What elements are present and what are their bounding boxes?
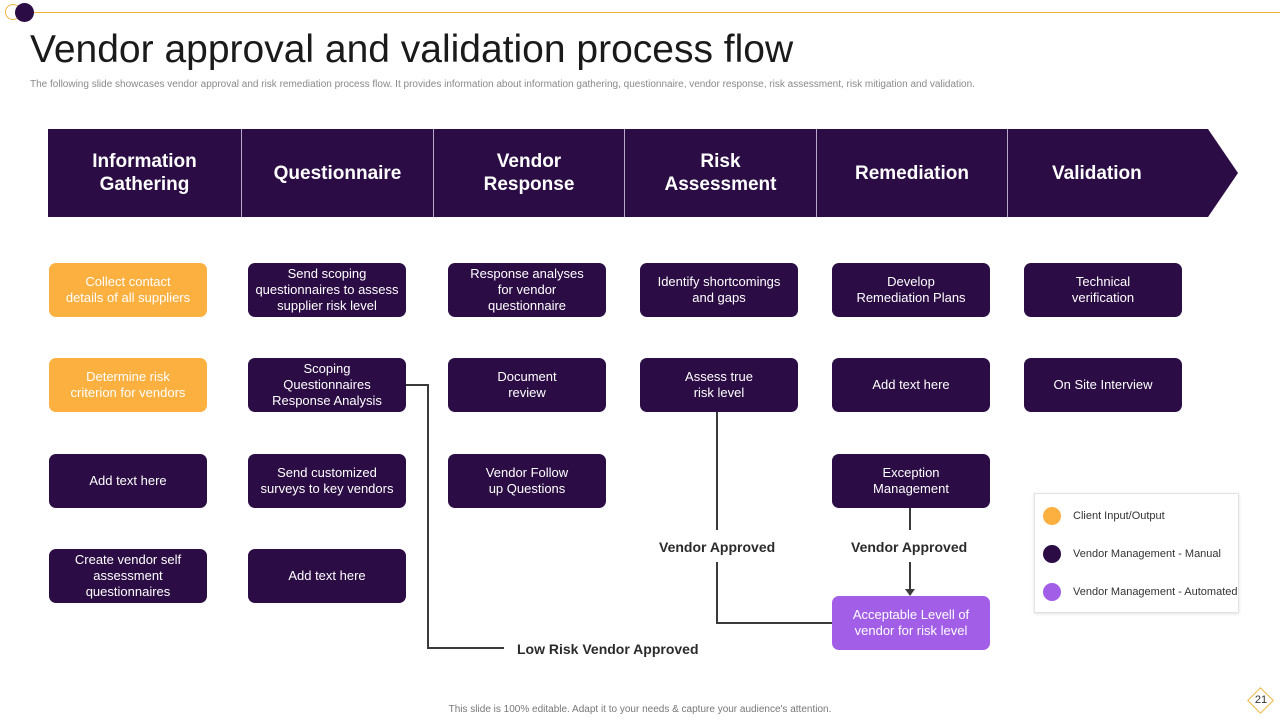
box-info-add-text: Add text here [49,454,207,508]
box-exception-management: Exception Management [832,454,990,508]
legend-dot-violet-icon [1043,583,1061,601]
label-low-risk-vendor-approved: Low Risk Vendor Approved [517,641,699,657]
box-technical-verification: Technical verification [1024,263,1182,317]
box-remediation-add-text: Add text here [832,358,990,412]
connector-line [909,562,911,590]
box-questionnaire-add-text: Add text here [248,549,406,603]
arrow-down-icon [905,589,915,596]
stage-validation: Validation [1008,129,1238,217]
connector-line [716,622,832,624]
box-determine-risk-criterion: Determine risk criterion for vendors [49,358,207,412]
box-acceptable-level: Acceptable Levell of vendor for risk lev… [832,596,990,650]
label-vendor-approved-remediation: Vendor Approved [851,539,968,555]
legend-label: Client Input/Output [1073,510,1165,522]
page-number: 21 [1254,694,1268,706]
box-on-site-interview: On Site Interview [1024,358,1182,412]
connector-line [909,508,911,530]
top-rule [30,12,1280,13]
box-collect-contact-details: Collect contact details of all suppliers [49,263,207,317]
stage-risk-assessment: Risk Assessment [625,129,817,217]
box-create-self-assessment: Create vendor self assessment questionna… [49,549,207,603]
stage-vendor-response: Vendor Response [434,129,625,217]
stage-information-gathering: Information Gathering [48,129,242,217]
page-subtitle: The following slide showcases vendor app… [30,79,975,90]
logo-dot-icon [15,3,34,22]
box-assess-true-risk: Assess true risk level [640,358,798,412]
box-document-review: Document review [448,358,606,412]
page-number-badge: 21 [1247,687,1274,714]
legend-label: Vendor Management - Automated [1073,586,1238,598]
box-send-customized-surveys: Send customized surveys to key vendors [248,454,406,508]
box-response-analyses: Response analyses for vendor questionnai… [448,263,606,317]
legend-dot-orange-icon [1043,507,1061,525]
legend-label: Vendor Management - Manual [1073,548,1221,560]
stage-remediation: Remediation [817,129,1008,217]
footer-note: This slide is 100% editable. Adapt it to… [448,704,832,715]
box-vendor-follow-up: Vendor Follow up Questions [448,454,606,508]
legend-dot-dark-icon [1043,545,1061,563]
legend-item-manual: Vendor Management - Manual [1043,544,1221,564]
legend: Client Input/Output Vendor Management - … [1034,493,1239,613]
legend-item-client: Client Input/Output [1043,506,1165,526]
legend-item-automated: Vendor Management - Automated [1043,582,1238,602]
stage-questionnaire: Questionnaire [242,129,434,217]
box-scoping-response-analysis: Scoping Questionnaires Response Analysis [248,358,406,412]
connector-line [406,384,428,386]
box-identify-shortcomings: Identify shortcomings and gaps [640,263,798,317]
page-title: Vendor approval and validation process f… [30,28,794,71]
connector-line [427,647,504,649]
connector-line [427,384,429,649]
box-send-scoping-questionnaires: Send scoping questionnaires to assess su… [248,263,406,317]
label-vendor-approved-risk: Vendor Approved [659,539,776,555]
connector-line [716,412,718,530]
box-develop-remediation-plans: Develop Remediation Plans [832,263,990,317]
connector-line [716,562,718,624]
